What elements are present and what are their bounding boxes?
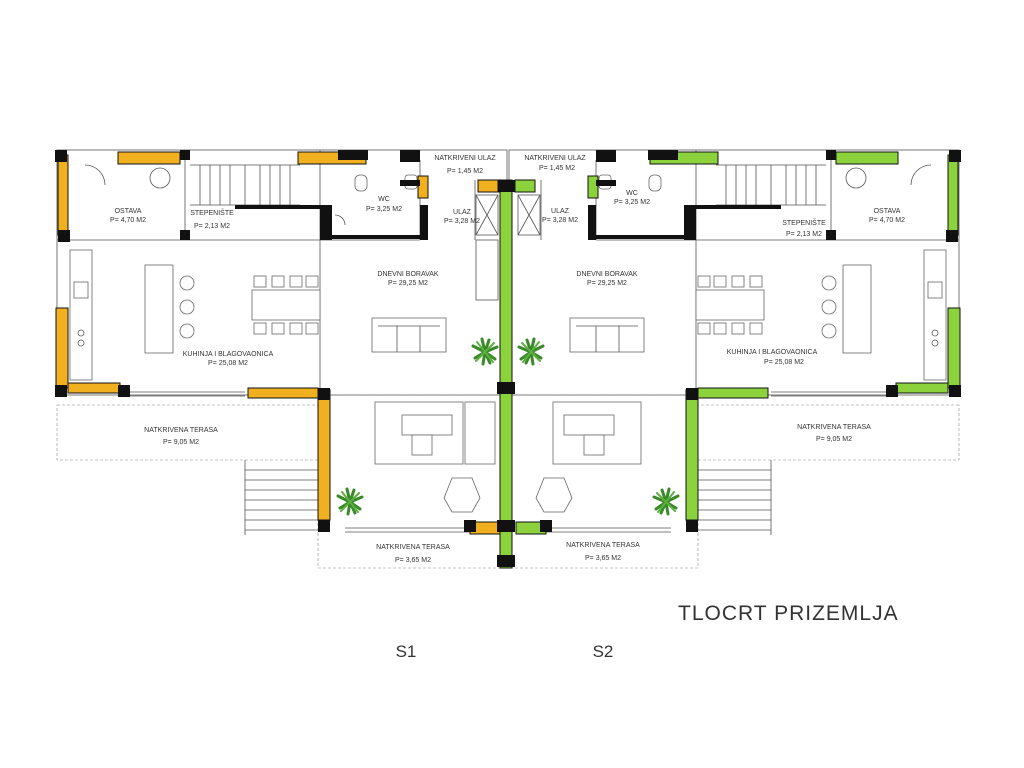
room-area-stepeniste: P= 2,13 M2 (786, 231, 822, 238)
room-area-dnevni-boravak: P= 29,25 M2 (587, 280, 627, 287)
room-area-terasa-small: P= 3,65 M2 (585, 555, 621, 562)
room-area-ostava: P= 4,70 M2 (869, 217, 905, 224)
room-area-terasa-big: P= 9,05 M2 (163, 439, 199, 446)
room-area-terasa-small: P= 3,65 M2 (395, 557, 431, 564)
room-name-wc: WC (378, 196, 390, 203)
room-labels-s1: OSTAVA P= 4,70 M2 STEPENIŠTE P= 2,13 M2 … (110, 155, 496, 564)
room-name-stepeniste: STEPENIŠTE (782, 218, 826, 227)
room-area-ulaz: P= 3,28 M2 (444, 218, 480, 225)
drawing-title: TLOCRT PRIZEMLJA (678, 602, 899, 625)
room-area-wc: P= 3,25 M2 (366, 206, 402, 213)
unit-label-s1: S1 (396, 642, 417, 661)
unit-label-s2: S2 (593, 642, 614, 661)
room-area-ostava: P= 4,70 M2 (110, 217, 146, 224)
unit-s1-plan (55, 149, 509, 569)
unit-s2-plan (507, 149, 961, 569)
room-labels-s2: OSTAVA P= 4,70 M2 STEPENIŠTE P= 2,13 M2 … (524, 155, 905, 562)
room-area-natkriveni-ulaz: P= 1,45 M2 (539, 165, 575, 172)
room-area-natkriveni-ulaz: P= 1,45 M2 (447, 168, 483, 175)
room-name-ostava: OSTAVA (874, 208, 901, 215)
room-name-ulaz: ULAZ (551, 208, 570, 215)
room-area-wc: P= 3,25 M2 (614, 199, 650, 206)
room-name-terasa-small: NATKRIVENA TERASA (376, 544, 450, 551)
room-name-natkriveni-ulaz: NATKRIVENI ULAZ (524, 155, 586, 162)
room-name-natkriveni-ulaz: NATKRIVENI ULAZ (434, 155, 496, 162)
room-name-dnevni-boravak: DNEVNI BORAVAK (576, 271, 638, 278)
party-wall (477, 179, 536, 569)
room-name-terasa-small: NATKRIVENA TERASA (566, 542, 640, 549)
room-area-kuhinja: P= 25,08 M2 (208, 360, 248, 367)
room-name-stepeniste: STEPENIŠTE (190, 208, 234, 217)
room-name-kuhinja: KUHINJA I BLAGOVAONICA (183, 351, 274, 358)
room-area-stepeniste: P= 2,13 M2 (194, 223, 230, 230)
room-area-ulaz: P= 3,28 M2 (542, 217, 578, 224)
room-name-ostava: OSTAVA (115, 208, 142, 215)
room-name-ulaz: ULAZ (453, 209, 472, 216)
room-name-terasa-big: NATKRIVENA TERASA (797, 424, 871, 431)
room-area-dnevni-boravak: P= 29,25 M2 (388, 280, 428, 287)
room-area-terasa-big: P= 9,05 M2 (816, 436, 852, 443)
room-name-kuhinja: KUHINJA I BLAGOVAONICA (727, 349, 818, 356)
room-area-kuhinja: P= 25,08 M2 (764, 359, 804, 366)
room-name-wc: WC (626, 190, 638, 197)
room-name-terasa-big: NATKRIVENA TERASA (144, 427, 218, 434)
room-name-dnevni-boravak: DNEVNI BORAVAK (377, 271, 439, 278)
